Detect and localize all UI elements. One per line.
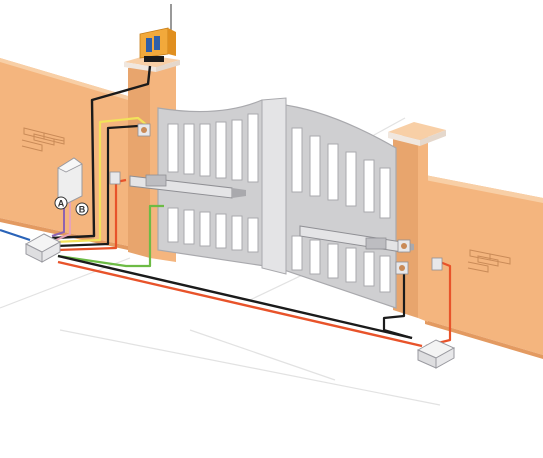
left-wall <box>0 58 128 250</box>
photocell-icon-right-wall <box>431 257 443 271</box>
photocell-icon-right-top <box>397 239 411 253</box>
photocell-icon-left-mid <box>109 171 121 185</box>
gate-bars-right-upper <box>291 127 391 219</box>
wires <box>0 65 452 348</box>
wire-purple <box>51 198 65 237</box>
brick-pattern-left <box>21 127 65 152</box>
wire-black-photocell <box>55 124 139 248</box>
wire-yellow <box>53 116 149 244</box>
label-a-marker: A <box>54 196 68 210</box>
junction-box-icon-right <box>416 339 456 369</box>
gate-operator-left <box>129 174 246 199</box>
junction-box-icon-left <box>24 233 62 263</box>
gate-bars-right-lower <box>291 235 391 293</box>
wire-red-left <box>57 178 127 252</box>
flashing-lamp-icon <box>139 4 176 62</box>
wire-green <box>57 204 164 268</box>
wire-pink <box>55 198 71 241</box>
wire-black-right <box>382 266 413 340</box>
swing-gate <box>157 97 397 309</box>
gate-bars-left-upper <box>167 113 259 183</box>
brick-pattern-right <box>467 249 511 273</box>
wire-lamp-black <box>51 65 152 240</box>
right-wall <box>425 175 543 359</box>
wire-black-long <box>57 254 413 340</box>
label-b: B <box>79 205 86 215</box>
photocell-icon-right-mid <box>395 261 409 275</box>
photocell-icon-left-top <box>137 123 151 137</box>
gate-bars-left-lower <box>167 207 259 253</box>
label-b-marker: B <box>75 202 89 216</box>
wire-red-long <box>57 260 423 348</box>
label-a: A <box>58 199 65 209</box>
wire-supply-blue <box>0 228 31 242</box>
